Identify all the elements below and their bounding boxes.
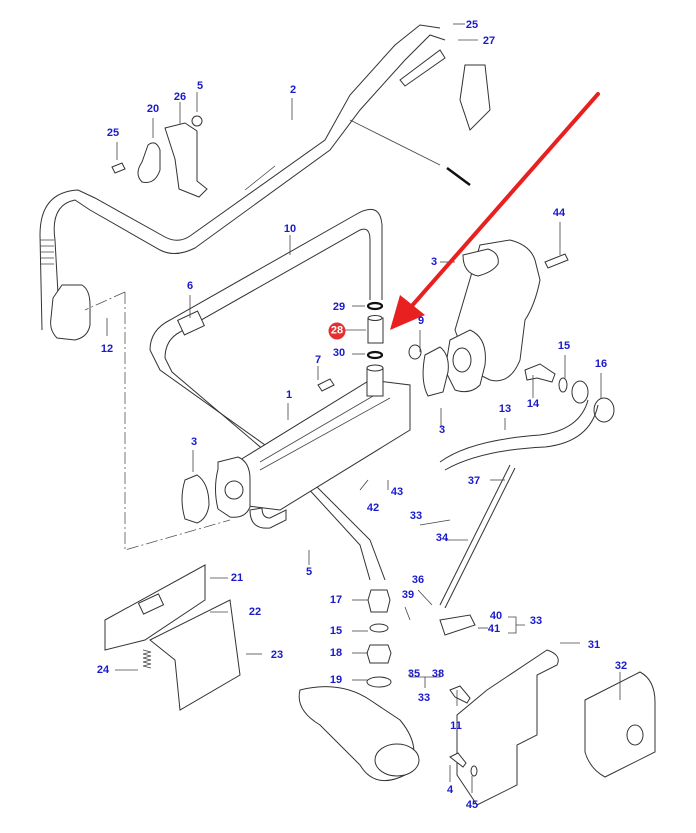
bolt-25 (111, 162, 126, 174)
part-label[interactable]: 41 (487, 623, 501, 635)
part-label[interactable]: 22 (248, 606, 262, 618)
part-label-highlighted[interactable]: 28 (328, 322, 346, 340)
part-label[interactable]: 16 (594, 358, 608, 370)
part-label[interactable]: 37 (467, 475, 481, 487)
nut-5 (191, 115, 203, 127)
egr-cooler (215, 364, 411, 529)
bracket-26 (164, 122, 208, 198)
part-label[interactable]: 38 (431, 668, 445, 680)
part-label[interactable]: 5 (196, 80, 204, 92)
part-label[interactable]: 26 (173, 91, 187, 103)
part-label[interactable]: 25 (465, 19, 479, 31)
bracket-31 (456, 649, 559, 806)
part-label[interactable]: 45 (465, 799, 479, 811)
sensor-cable (349, 119, 441, 166)
highlight-arrow (390, 92, 600, 330)
part-label[interactable]: 33 (529, 615, 543, 627)
o-ring-30 (366, 350, 384, 360)
part-label[interactable]: 3 (430, 256, 438, 268)
part-label[interactable]: 3 (438, 424, 446, 436)
retainer (149, 599, 241, 711)
part-label[interactable]: 31 (587, 639, 601, 651)
cap-16 (593, 397, 615, 423)
part-label[interactable]: 35 (407, 668, 421, 680)
part-label[interactable]: 5 (305, 566, 313, 578)
part-label[interactable]: 15 (557, 340, 571, 352)
bolt-44 (544, 253, 569, 269)
sensor-lead (446, 166, 471, 187)
part-label[interactable]: 33 (417, 692, 431, 704)
part-label[interactable]: 10 (283, 223, 297, 235)
part-label[interactable]: 25 (106, 127, 120, 139)
clamp-20 (137, 142, 161, 183)
part-label[interactable]: 4 (446, 784, 454, 796)
banjo-bolt (524, 363, 556, 383)
part-label[interactable]: 2 (289, 84, 297, 96)
bolt-7 (317, 378, 335, 392)
o-ring-29 (366, 301, 384, 311)
part-label[interactable]: 12 (100, 343, 114, 355)
pipe-clip (176, 310, 206, 336)
part-label[interactable]: 27 (482, 35, 496, 47)
part-label[interactable]: 18 (329, 647, 343, 659)
spring (142, 649, 152, 669)
leader-lines (106, 23, 621, 793)
washer-45 (470, 765, 478, 777)
banjo-fitting (571, 380, 589, 404)
part-label[interactable]: 34 (435, 532, 449, 544)
part-label[interactable]: 6 (186, 280, 194, 292)
flange-27 (399, 49, 446, 87)
part-label[interactable]: 23 (270, 649, 284, 661)
part-label[interactable]: 9 (417, 315, 425, 327)
part-label[interactable]: 17 (329, 594, 343, 606)
part-label[interactable]: 24 (96, 664, 110, 676)
part-label[interactable]: 13 (498, 403, 512, 415)
gasket-left (181, 474, 210, 524)
gasket-upper (462, 248, 499, 277)
bolt-11 (449, 685, 471, 704)
washer-15 (558, 377, 568, 393)
sensor-pipe (439, 464, 516, 609)
connector-sleeve (367, 317, 384, 344)
actuator (584, 671, 656, 778)
egr-pipe (39, 24, 446, 331)
part-label[interactable]: 11 (450, 720, 462, 732)
hose-13 (439, 399, 599, 471)
assembly-centerline (84, 291, 231, 551)
bolt-4 (449, 752, 467, 768)
part-label[interactable]: 40 (489, 610, 503, 622)
adapter-stack (366, 589, 392, 688)
part-label[interactable]: 1 (285, 389, 293, 401)
part-label[interactable]: 19 (329, 674, 343, 686)
part-label[interactable]: 36 (411, 574, 425, 586)
part-label[interactable]: 32 (614, 660, 628, 672)
part-label[interactable]: 33 (409, 510, 423, 522)
part-label[interactable]: 30 (332, 347, 346, 359)
part-label[interactable]: 20 (146, 103, 160, 115)
part-label[interactable]: 29 (332, 301, 346, 313)
part-label[interactable]: 21 (230, 572, 244, 584)
part-label[interactable]: 7 (314, 354, 322, 366)
bracket-41 (439, 614, 476, 636)
part-label[interactable]: 15 (329, 625, 343, 637)
part-label[interactable]: 3 (190, 436, 198, 448)
part-label[interactable]: 43 (390, 486, 404, 498)
part-label[interactable]: 42 (366, 502, 380, 514)
pipe-flange (50, 284, 91, 341)
part-label[interactable]: 14 (526, 398, 540, 410)
part-label[interactable]: 44 (552, 207, 566, 219)
part-label[interactable]: 39 (401, 589, 415, 601)
